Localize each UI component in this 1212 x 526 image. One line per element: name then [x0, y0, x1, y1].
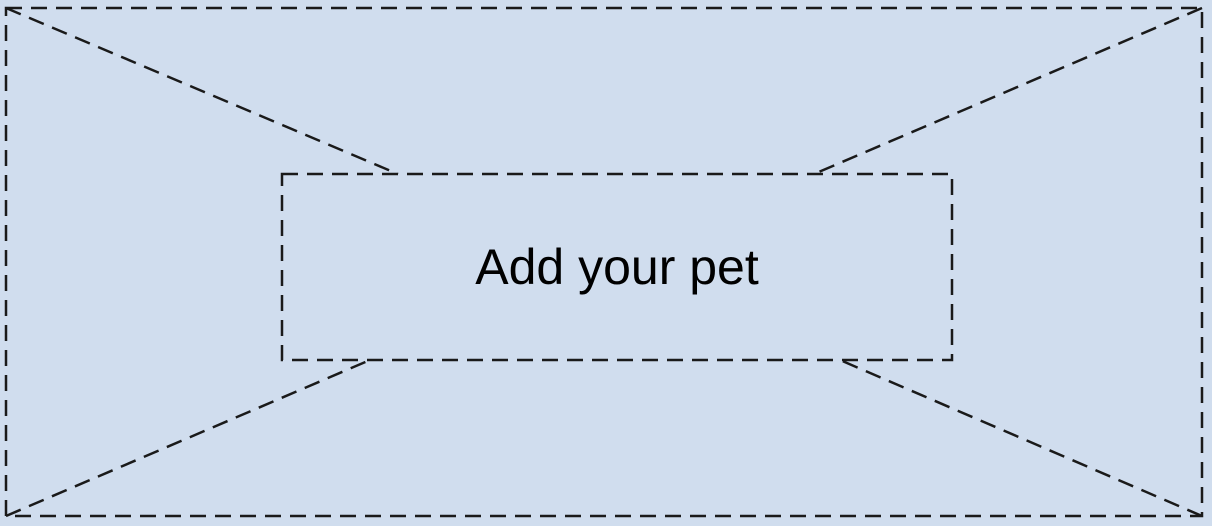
- diagonal-bottom-right: [839, 358, 1203, 518]
- outer-frame: [4, 6, 1204, 518]
- diagonal-bottom-left: [5, 358, 371, 518]
- add-pet-button[interactable]: Add your pet: [282, 174, 952, 360]
- diagonal-top-right: [813, 6, 1203, 176]
- diagonal-top-left: [5, 6, 399, 176]
- add-pet-label: Add your pet: [475, 239, 759, 295]
- inner-button-frame: [280, 172, 954, 362]
